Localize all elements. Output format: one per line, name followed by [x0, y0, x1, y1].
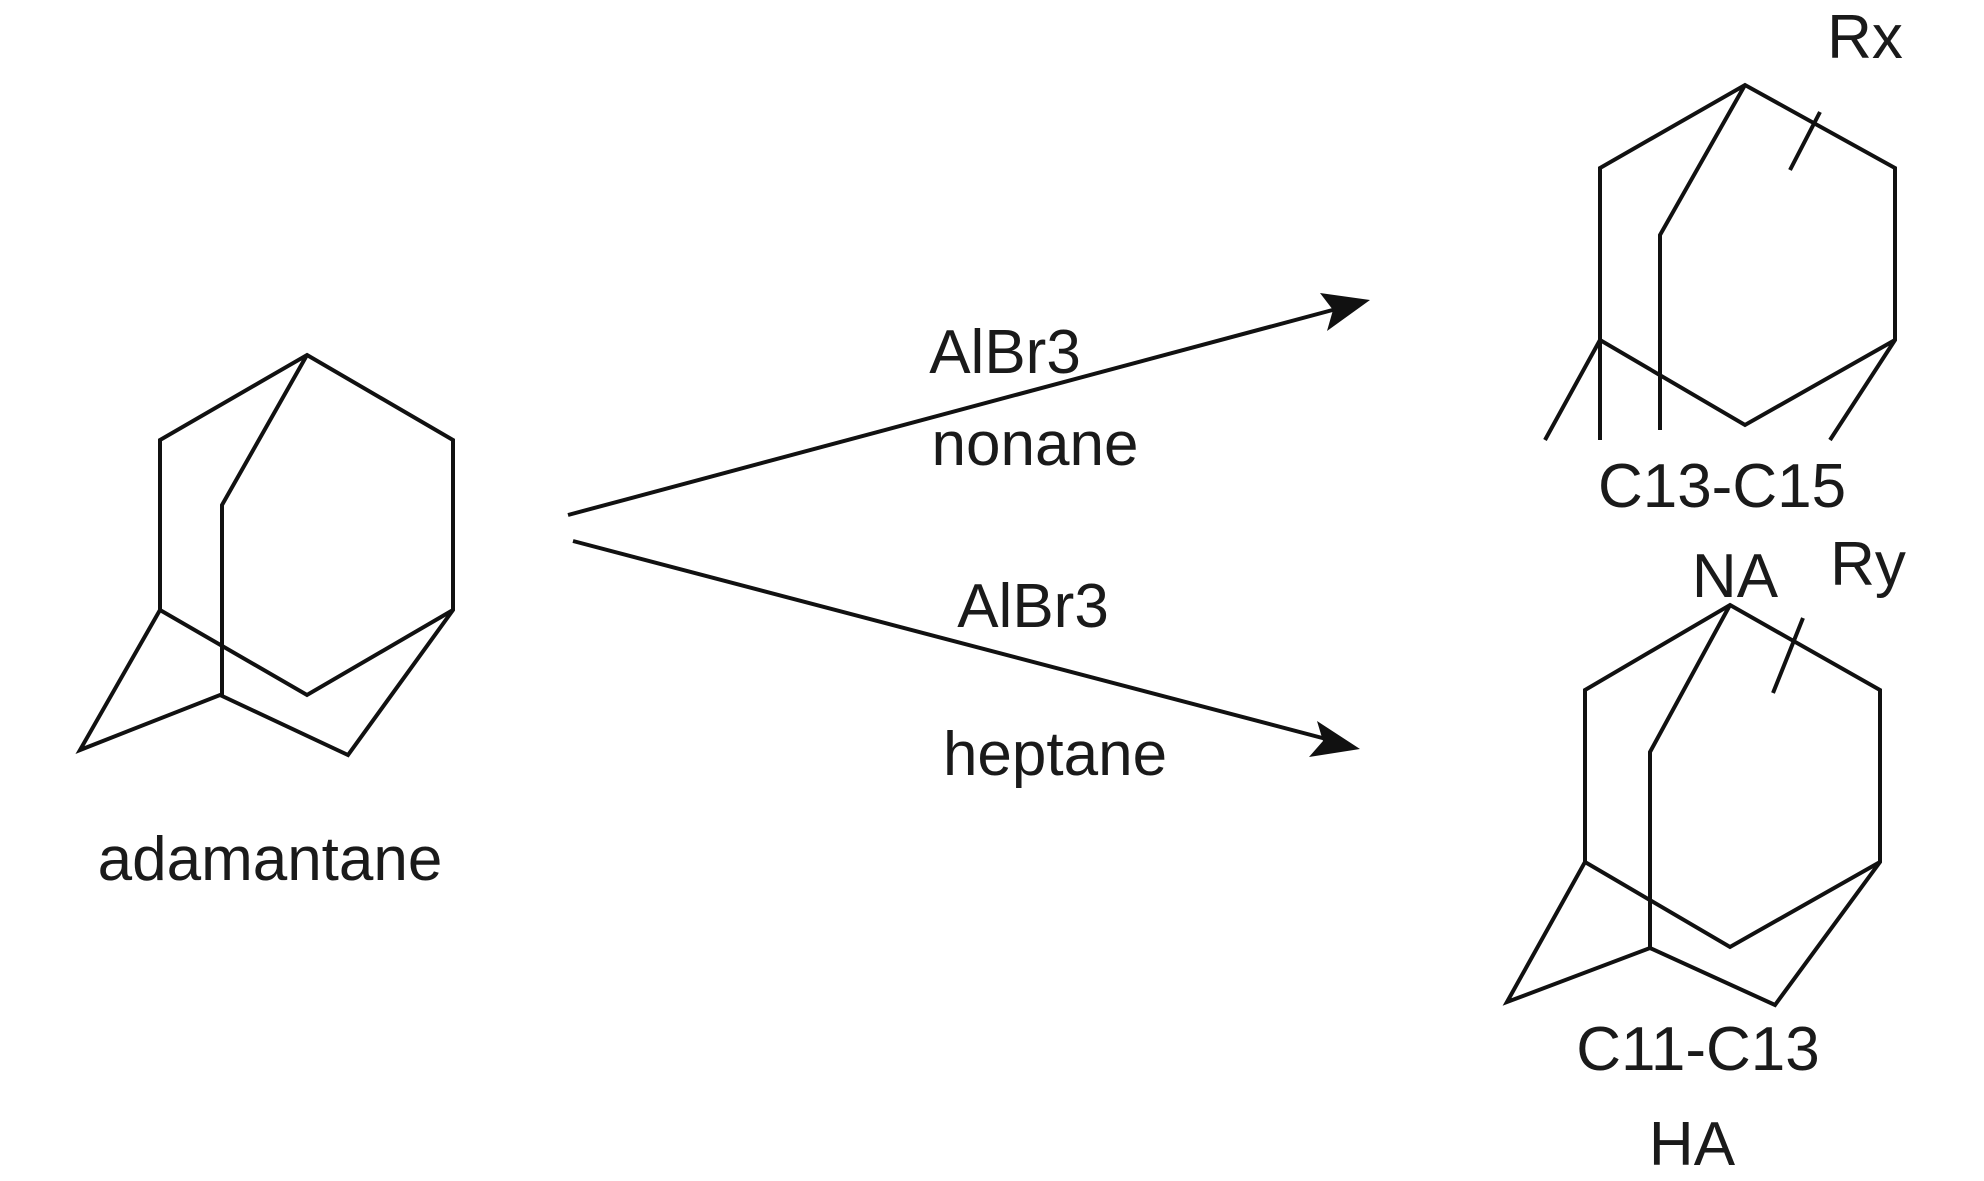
reaction-2-catalyst: AlBr3 — [957, 572, 1109, 641]
product-2-bonds — [1502, 602, 1882, 1008]
product-2-carbon-range: C11-C13 — [1576, 1015, 1820, 1084]
reaction-1-solvent: nonane — [932, 410, 1139, 479]
adamantane-structure — [75, 352, 455, 758]
product-1-bonds — [1543, 82, 1897, 442]
product-1-substituent: Rx — [1827, 3, 1903, 72]
product-1-carbon-range: C13-C15 — [1598, 452, 1846, 521]
product-1-abbreviation: NA — [1692, 542, 1779, 611]
product-2-substituent: Ry — [1830, 530, 1906, 599]
product-2-structure — [1502, 602, 1882, 1008]
reaction-1-catalyst: AlBr3 — [929, 318, 1081, 387]
adamantane-bonds — [75, 352, 455, 758]
reaction-2-solvent: heptane — [943, 720, 1167, 789]
product-1-structure — [1543, 82, 1897, 442]
reaction-arrow-upper — [567, 293, 1370, 517]
reactant-name: adamantane — [98, 825, 443, 894]
product-2-abbreviation: HA — [1649, 1110, 1736, 1179]
reaction-arrow-lower — [572, 539, 1360, 757]
